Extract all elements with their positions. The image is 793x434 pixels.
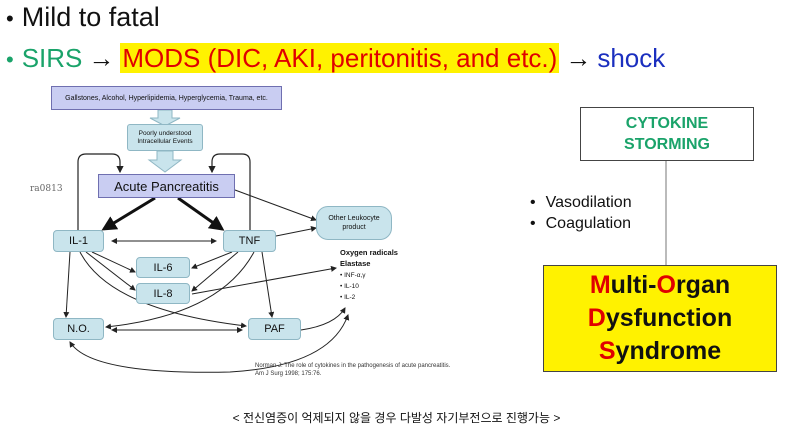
tnf-feedback-line [208, 153, 251, 230]
multi-organ-dysfunction-box: Multi-Organ Dysfunction Syndrome [543, 265, 777, 372]
list-item: • IL-2 [340, 294, 356, 301]
il8-label: IL-8 [153, 287, 173, 300]
poorly-understood-line2: Intracellular Events [137, 137, 193, 145]
ap-to-tnf-arrow [177, 196, 225, 231]
il8-box: IL-8 [136, 283, 190, 304]
paf-to-oxygen-curve [300, 307, 346, 331]
other-leukocyte-line1: Other Leukocyte [328, 215, 380, 222]
poorly-understood-box: Poorly understood Intracellular Events [127, 124, 203, 151]
tnf-box: TNF [223, 230, 276, 252]
paf-label: PAF [264, 323, 285, 335]
tnf-to-paf-arrow [261, 251, 275, 318]
cytokine-line2: STORMING [624, 136, 710, 153]
bullet-dot: • [6, 6, 14, 31]
il1-to-il6-arrow [91, 251, 136, 273]
il1-to-no-arrow [63, 251, 71, 318]
tnf-to-il6-arrow [191, 251, 233, 269]
mediator-list: • INF-α,γ • IL-10 • IL-2 [340, 270, 366, 303]
sirs-text: SIRS [21, 43, 83, 73]
il6-box: IL-6 [136, 257, 190, 278]
bullet-sirs-progression: •SIRS→MODS (DIC, AKI, peritonitis, and e… [6, 43, 665, 74]
mods-highlight-text: MODS (DIC, AKI, peritonitis, and etc.) [120, 43, 560, 73]
causes-box: Gallstones, Alcohol, Hyperlipidemia, Hyp… [51, 86, 282, 110]
mods-line2: Dysfunction [587, 304, 733, 332]
no-box: N.O. [53, 318, 104, 340]
mods-line1: Multi-Organ [589, 271, 731, 299]
causes-down-arrow [149, 109, 181, 127]
paf-box: PAF [248, 318, 301, 340]
poorly-understood-line1: Poorly understood [138, 129, 192, 137]
citation-line1: Norman J: The role of cytokines in the p… [255, 363, 451, 369]
citation: Norman J: The role of cytokines in the p… [255, 362, 505, 378]
citation-line2: Am J Surg 1998; 175:76. [255, 371, 322, 377]
cytokine-storming-box: CYTOKINE STORMING [580, 107, 754, 161]
list-item: • IL-10 [340, 283, 359, 290]
no-oxygen-loop-curve [69, 314, 350, 373]
no-label: N.O. [67, 323, 90, 335]
il1-label: IL-1 [69, 235, 88, 247]
tnf-label: TNF [238, 235, 261, 247]
mods-line3: Syndrome [598, 337, 722, 365]
tnf-to-il8-arrow [191, 251, 239, 292]
shock-text: shock [597, 43, 666, 73]
ap-to-il1-arrow [101, 196, 156, 231]
arrow-icon: → [88, 43, 115, 73]
bullet-mild-to-fatal: • Mild to fatal [6, 2, 160, 33]
ap-to-other-arrow [234, 189, 317, 222]
oxygen-radicals-label: Oxygen radicals [340, 248, 398, 257]
list-item: • INF-α,γ [340, 272, 366, 279]
other-leukocyte-line2: product [342, 224, 366, 231]
bullet-dot: • [6, 47, 14, 72]
tnf-to-other-arrow [275, 226, 317, 237]
list-item: Vasodilation [530, 192, 632, 213]
il1-to-il8-arrow [85, 251, 136, 291]
effects-list: Vasodilation Coagulation [530, 192, 632, 234]
acute-pancreatitis-label: Acute Pancreatitis [114, 178, 219, 194]
mild-to-fatal-text: Mild to fatal [21, 2, 160, 32]
poorly-down-arrow [147, 150, 183, 173]
oxygen-radicals-block: Oxygen radicals Elastase [340, 247, 398, 269]
list-item: Coagulation [530, 213, 632, 234]
acute-pancreatitis-box: Acute Pancreatitis [98, 174, 235, 198]
arrow-icon: → [565, 43, 592, 73]
il1-box: IL-1 [53, 230, 104, 252]
cytokine-line1: CYTOKINE [625, 115, 709, 132]
elastase-label: Elastase [340, 259, 371, 268]
causes-text: Gallstones, Alcohol, Hyperlipidemia, Hyp… [65, 94, 268, 102]
il1-feedback-line [77, 153, 124, 230]
il6-label: IL-6 [153, 261, 173, 274]
caption: < 전신염증이 억제되지 않을 경우 다발성 자기부전으로 진행가능 > [232, 411, 561, 425]
watermark-text: ra0813 [30, 184, 63, 194]
il8-to-oxygen-arrow [191, 265, 337, 295]
other-leukocyte-box: Other Leukocyte product [316, 206, 392, 240]
